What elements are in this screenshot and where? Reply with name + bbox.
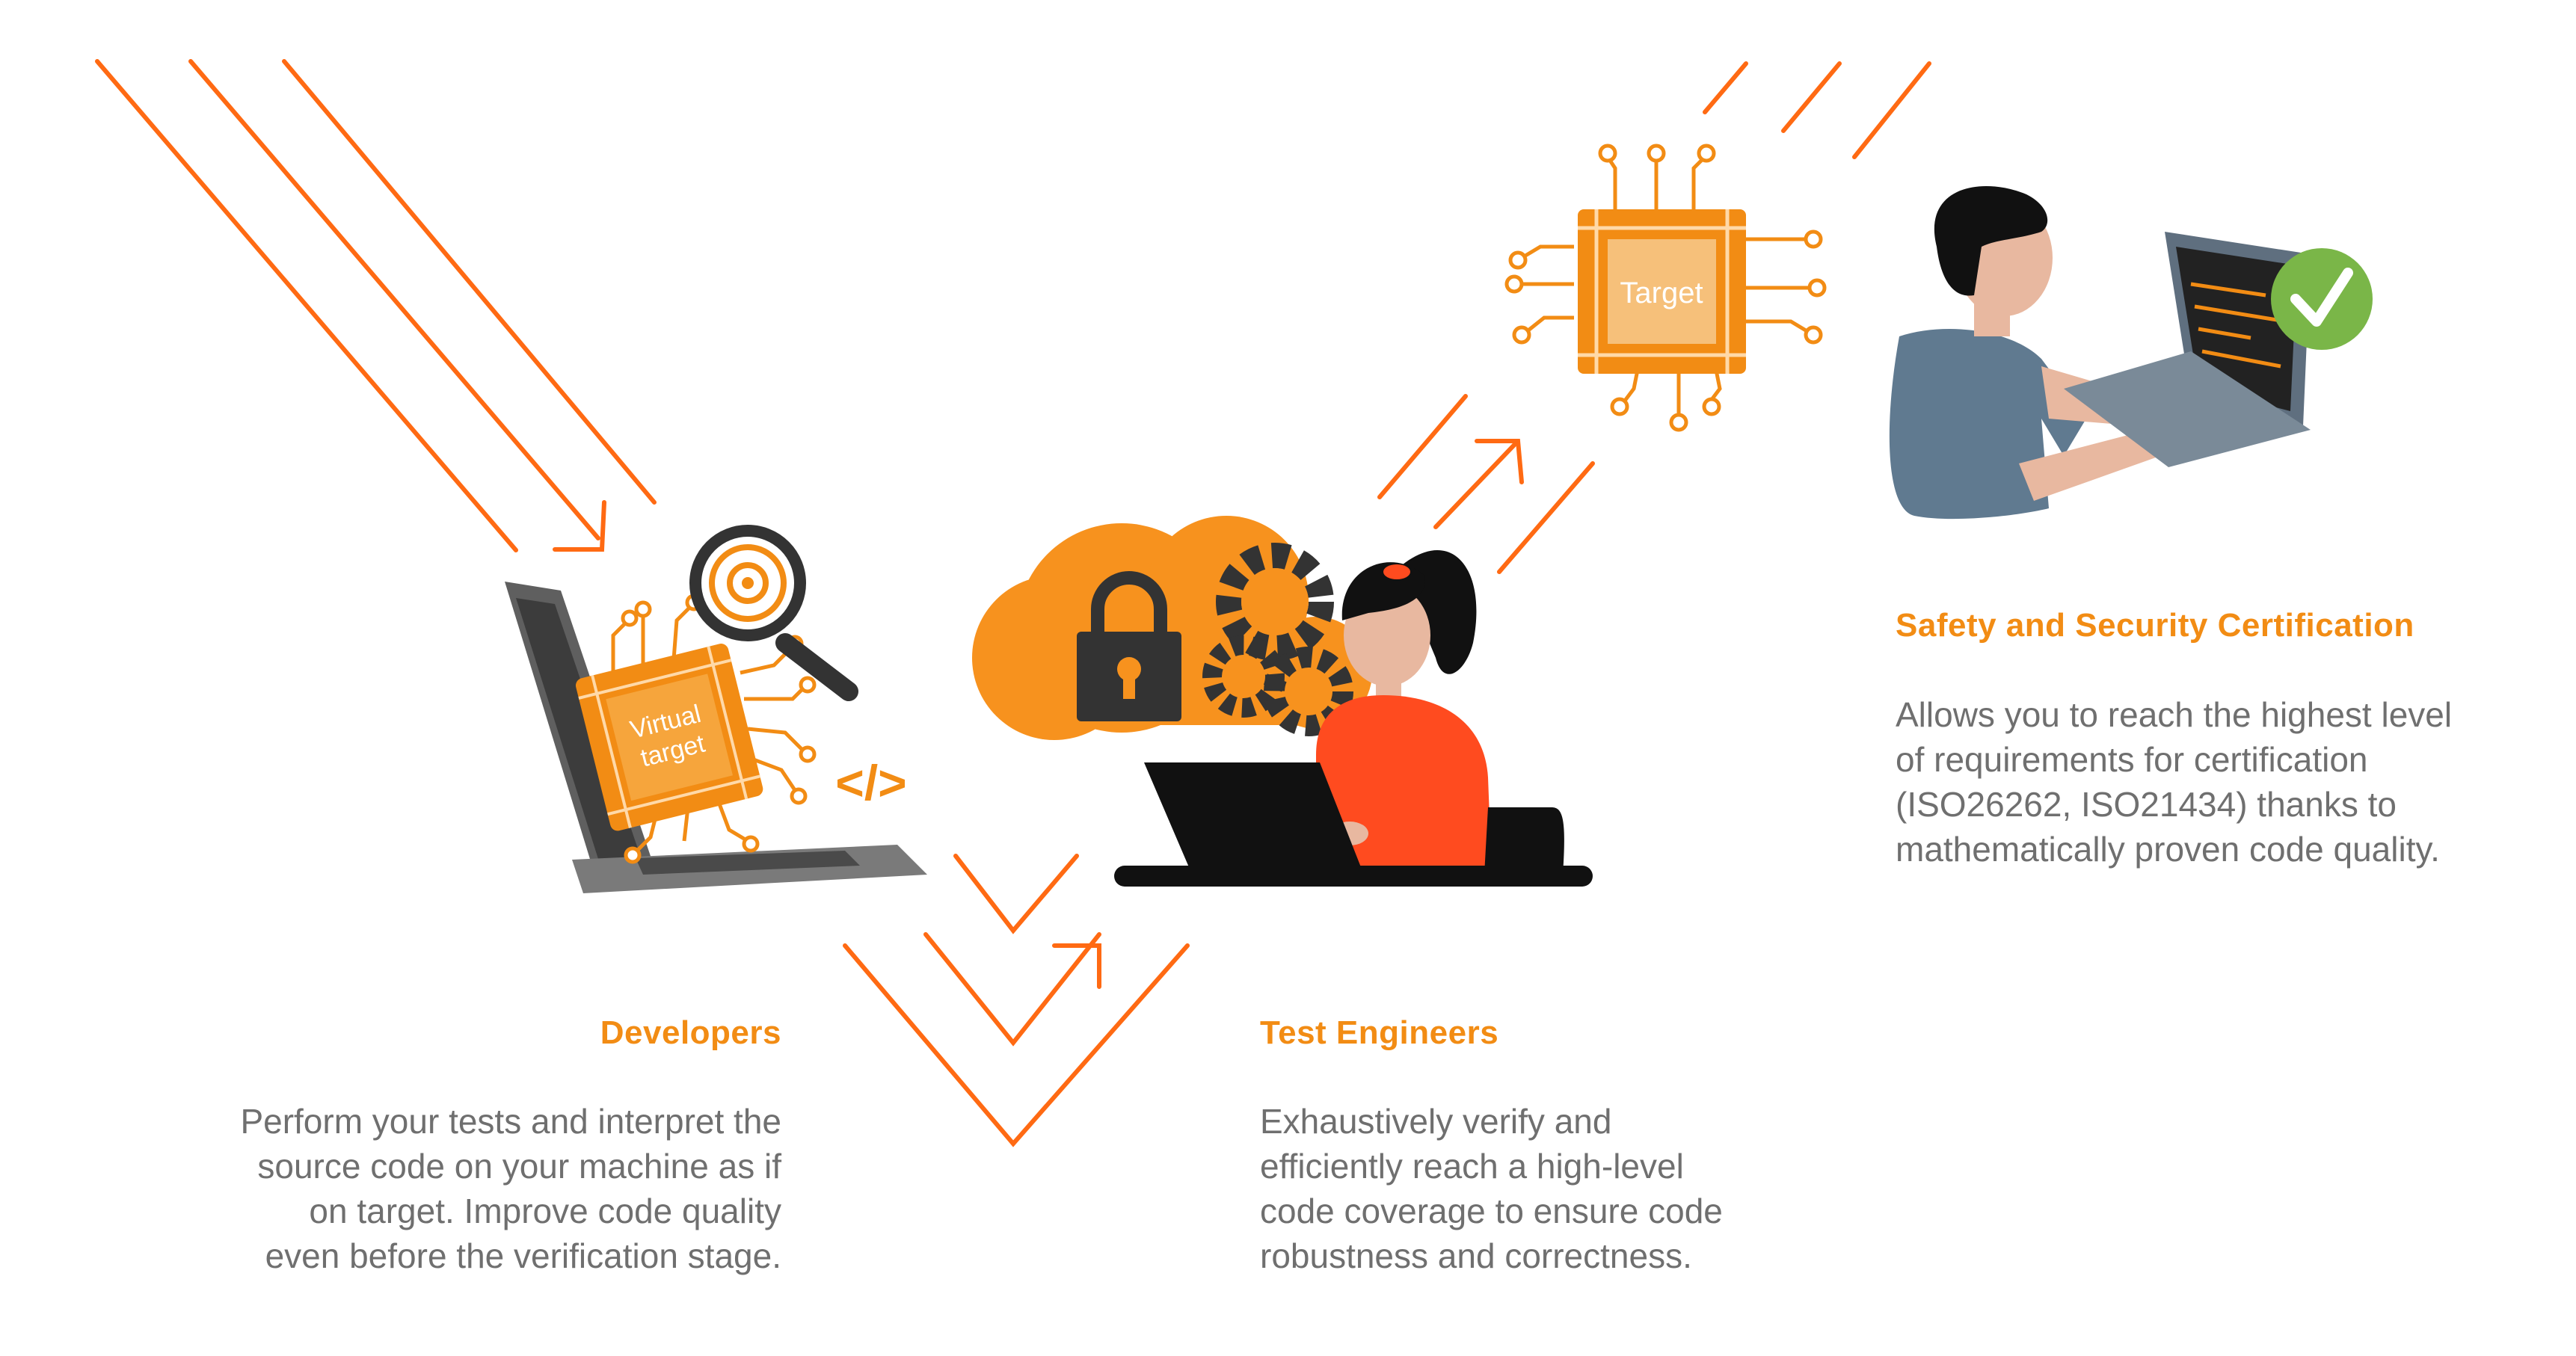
flow-dash-2 [1781,61,1842,133]
developers-title: Developers [600,1014,781,1051]
developers-description-line: on target. Improve code quality [309,1192,781,1230]
target-chip-icon: Target [1504,144,1827,432]
certification-description: Allows you to reach the highest level of… [1896,692,2572,872]
desk [1114,866,1593,887]
test-engineers-title: Test Engineers [1260,1014,1499,1051]
laptop-with-virtual-target-chip-and-magnifier-icon: Virtual target </> [505,525,927,893]
man-with-laptop-checkmark-icon [1889,185,2373,520]
developers-description-line: source code on your machine as if [257,1147,781,1186]
flow-line-descending-3 [282,59,657,505]
checkmark-icon [2271,248,2373,350]
target-chip-label: Target [1620,277,1703,309]
flow-arrowhead-up [1052,943,1101,989]
flow-valley-outer [843,943,1190,1147]
certification-title: Safety and Security Certification [1896,607,2414,644]
certification-description-line: mathematically proven code quality. [1896,830,2440,869]
flow-arrowhead-down [553,500,606,552]
flow-line-ascending-1 [1377,394,1468,499]
test-engineers-description-line: Exhaustively verify and [1260,1102,1612,1141]
test-engineers-description: Exhaustively verify and efficiently reac… [1260,1099,1933,1278]
flow-valley-middle [923,932,1101,1047]
lock-icon [1077,571,1181,721]
flow-dash-1 [1703,61,1748,114]
test-engineers-description-line: robustness and correctness. [1260,1236,1692,1275]
laptop-keyboard [636,851,860,875]
test-engineers-description-line: code coverage to ensure code [1260,1192,1723,1230]
flow-line-ascending-3 [1497,461,1595,574]
flow-valley-inner [953,854,1079,934]
test-engineer-woman [1316,550,1564,875]
flow-line-descending-1 [95,59,518,552]
developers-description-line: even before the verification stage. [265,1236,781,1275]
flow-line-ascending-2 [1433,439,1520,529]
certification-description-line: Allows you to reach the highest level [1896,695,2453,734]
code-brackets-icon: </> [835,755,906,810]
test-engineer-laptop [1144,762,1361,867]
certification-description-line: (ISO26262, ISO21434) thanks to [1896,785,2397,824]
certification-laptop-keyboard [2064,351,2311,467]
flow-lines [95,59,1931,1147]
test-engineers-description-line: efficiently reach a high-level [1260,1147,1684,1186]
flow-line-descending-2 [188,59,600,540]
developers-description-line: Perform your tests and interpret the [240,1102,781,1141]
flow-arrowhead-up-right [1475,439,1524,484]
woman-with-laptop-cloud-lock-gears-icon [972,516,1593,887]
developers-description: Perform your tests and interpret the sou… [75,1099,781,1278]
flow-dash-3 [1852,61,1931,159]
magnifier-icon [689,525,858,701]
certification-description-line: of requirements for certification [1896,740,2368,779]
gears-icon [1202,543,1353,736]
